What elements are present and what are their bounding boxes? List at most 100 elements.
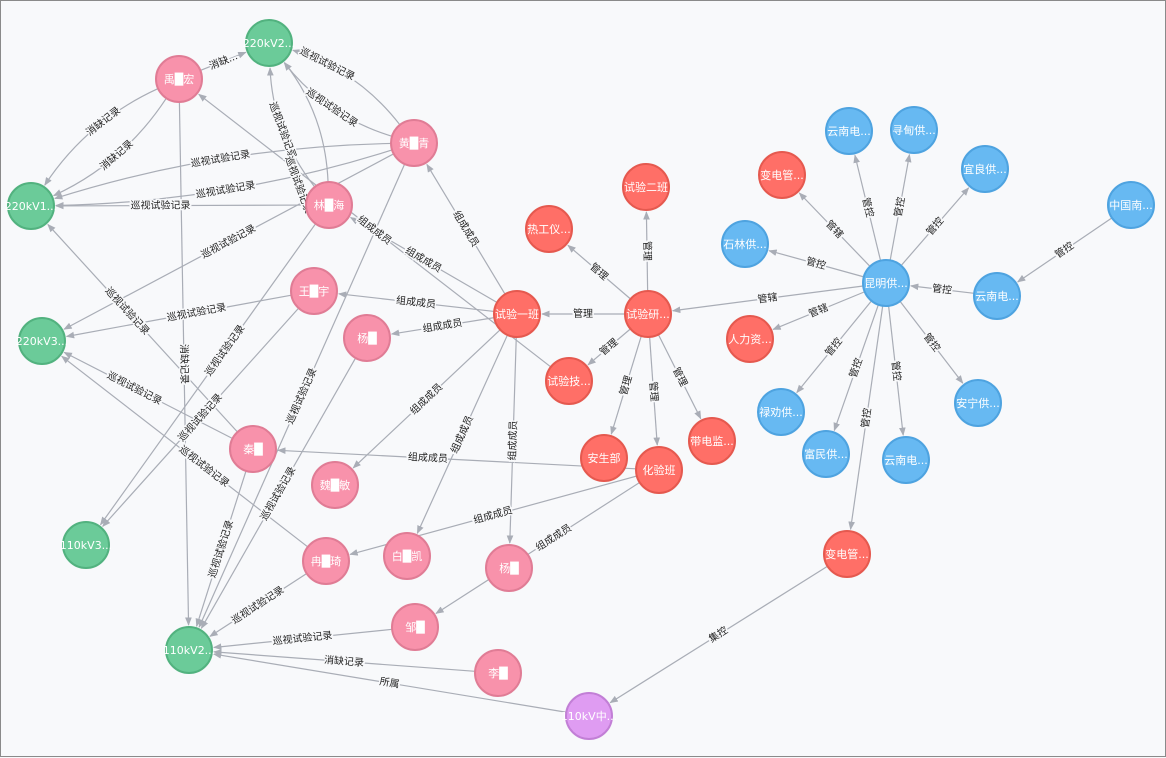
node-circle[interactable]: [545, 357, 593, 405]
graph-node-person[interactable]: 魏█敏: [311, 461, 359, 509]
node-circle[interactable]: [391, 603, 439, 651]
relationship-edge[interactable]: [283, 61, 329, 183]
relationship-edge[interactable]: [610, 335, 642, 435]
graph-node-company[interactable]: 中国南...: [1107, 181, 1155, 229]
graph-node-company[interactable]: 宜良供...: [961, 145, 1009, 193]
node-circle[interactable]: [882, 436, 930, 484]
relationship-edge[interactable]: [63, 351, 233, 440]
relationship-edge[interactable]: [671, 285, 864, 314]
graph-node-person[interactable]: 林█海: [305, 181, 353, 229]
relationship-edge[interactable]: [212, 651, 567, 713]
node-circle[interactable]: [688, 417, 736, 465]
relationship-edge[interactable]: [65, 294, 292, 339]
relationship-edge[interactable]: [209, 573, 308, 637]
relationship-edge[interactable]: [349, 217, 498, 303]
node-circle[interactable]: [485, 544, 533, 592]
graph-node-org[interactable]: 试验二班: [622, 163, 670, 211]
relationship-edge[interactable]: [283, 62, 393, 137]
relationship-edge[interactable]: [796, 300, 872, 394]
node-circle[interactable]: [624, 290, 672, 338]
graph-node-company[interactable]: 云南电...: [882, 436, 930, 484]
graph-node-org[interactable]: 化验班: [635, 446, 683, 494]
graph-node-company[interactable]: 云南电...: [973, 272, 1021, 320]
relationship-edge[interactable]: [887, 305, 906, 436]
node-circle[interactable]: [565, 692, 613, 740]
graph-node-org[interactable]: 带电监...: [688, 417, 736, 465]
relationship-edge[interactable]: [506, 336, 517, 544]
graph-node-company[interactable]: 禄劝供...: [757, 388, 805, 436]
relationship-edge[interactable]: [416, 334, 509, 535]
relationship-edge[interactable]: [657, 334, 702, 420]
relationship-edge[interactable]: [100, 223, 317, 526]
relationship-edge[interactable]: [435, 481, 640, 614]
graph-node-company[interactable]: 云南电...: [825, 107, 873, 155]
node-circle[interactable]: [973, 272, 1021, 320]
relationship-edge[interactable]: [352, 329, 501, 469]
relationship-edge[interactable]: [61, 355, 309, 548]
graph-node-company[interactable]: 寻甸供...: [890, 106, 938, 154]
graph-node-person[interactable]: 黄█青: [390, 119, 438, 167]
graph-node-company[interactable]: 安宁供...: [954, 379, 1002, 427]
node-circle[interactable]: [493, 290, 541, 338]
graph-node-person[interactable]: 王█宇: [290, 267, 338, 315]
node-circle[interactable]: [474, 649, 522, 697]
relationship-edge[interactable]: [44, 88, 159, 186]
graph-node-person[interactable]: 冉█琦: [302, 537, 350, 585]
relationship-edge[interactable]: [178, 101, 192, 626]
relationship-edge[interactable]: [390, 317, 495, 337]
node-circle[interactable]: [1107, 181, 1155, 229]
node-circle[interactable]: [302, 537, 350, 585]
node-circle[interactable]: [726, 315, 774, 363]
relationship-edge[interactable]: [853, 154, 882, 261]
node-circle[interactable]: [862, 259, 910, 307]
node-circle[interactable]: [343, 314, 391, 362]
relationship-edge[interactable]: [772, 291, 865, 331]
relationship-edge[interactable]: [47, 223, 238, 433]
graph-node-company[interactable]: 富民供...: [802, 430, 850, 478]
node-circle[interactable]: [635, 446, 683, 494]
graph-node-person[interactable]: 杨█: [485, 544, 533, 592]
node-circle[interactable]: [390, 119, 438, 167]
relationship-edge[interactable]: [587, 328, 631, 366]
graph-node-org[interactable]: 试验技...: [545, 357, 593, 405]
node-circle[interactable]: [825, 107, 873, 155]
relationship-edge[interactable]: [292, 49, 401, 126]
relationship-edge[interactable]: [899, 300, 964, 384]
node-circle[interactable]: [721, 220, 769, 268]
node-circle[interactable]: [229, 425, 277, 473]
node-circle[interactable]: [7, 182, 55, 230]
relationship-edge[interactable]: [833, 304, 879, 432]
relationship-edge[interactable]: [848, 305, 884, 531]
relationship-edge[interactable]: [889, 153, 912, 261]
graph-node-org[interactable]: 人力资...: [726, 315, 774, 363]
node-circle[interactable]: [890, 106, 938, 154]
relationship-edge[interactable]: [102, 307, 300, 528]
relationship-edge[interactable]: [55, 149, 393, 209]
relationship-edge[interactable]: [198, 163, 406, 628]
relationship-edge[interactable]: [195, 470, 247, 627]
graph-node-org[interactable]: 变电管...: [758, 151, 806, 199]
relationship-edge[interactable]: [54, 142, 392, 200]
graph-node-person[interactable]: 白█凯: [383, 532, 431, 580]
node-circle[interactable]: [165, 626, 213, 674]
graph-node-company[interactable]: 石林供...: [721, 220, 769, 268]
relationship-edge[interactable]: [900, 187, 970, 267]
node-circle[interactable]: [622, 163, 670, 211]
graph-node-person[interactable]: 禹█宏: [155, 55, 203, 103]
node-circle[interactable]: [758, 151, 806, 199]
graph-node-org[interactable]: 变电管...: [823, 530, 871, 578]
relationship-edge[interactable]: [213, 628, 393, 651]
node-circle[interactable]: [383, 532, 431, 580]
node-circle[interactable]: [954, 379, 1002, 427]
relationship-edge[interactable]: [798, 192, 871, 267]
node-circle[interactable]: [245, 19, 293, 67]
relationship-edge[interactable]: [567, 244, 631, 300]
graph-node-substation[interactable]: 110kV2...: [163, 626, 215, 674]
graph-node-person[interactable]: 邹█: [391, 603, 439, 651]
graph-node-person[interactable]: 李█: [474, 649, 522, 697]
graph-node-line[interactable]: 110kV中...: [561, 692, 617, 740]
relationship-edge[interactable]: [213, 649, 476, 672]
node-circle[interactable]: [155, 55, 203, 103]
